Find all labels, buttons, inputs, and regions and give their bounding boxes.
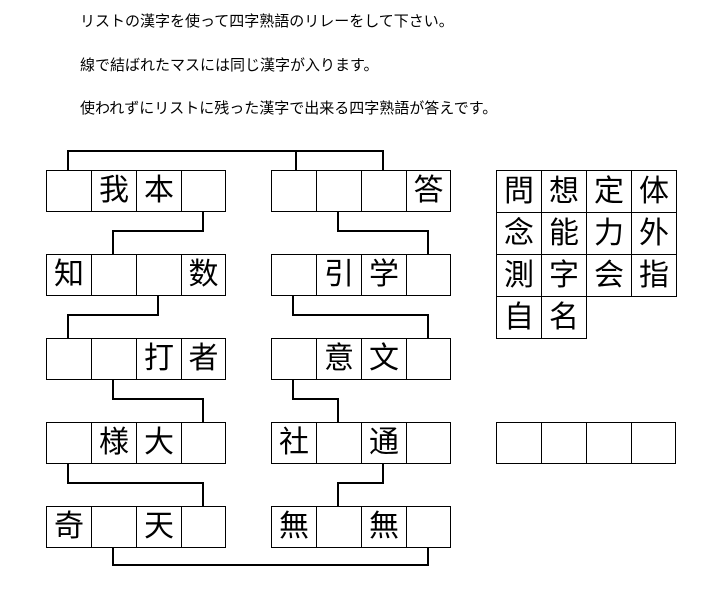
kanji-list-item[interactable]: 想 — [541, 170, 587, 213]
kanji-list-item[interactable]: 名 — [541, 296, 587, 339]
kanji-list-item[interactable]: 指 — [631, 254, 677, 297]
kanji-list-item[interactable]: 体 — [631, 170, 677, 213]
connector-left-2-3 — [67, 296, 159, 339]
kanji-list-item[interactable]: 会 — [586, 254, 632, 297]
grid-cell[interactable]: 社 — [271, 422, 316, 464]
right-row-5: 無 無 — [271, 506, 451, 548]
connector-right-3-4 — [292, 380, 339, 423]
grid-cell[interactable] — [91, 506, 136, 548]
kanji-list-item[interactable]: 定 — [586, 170, 632, 213]
grid-cell[interactable] — [271, 254, 316, 296]
connector-left-3-4 — [112, 380, 204, 423]
connector-right-2-3 — [292, 296, 429, 339]
grid-cell[interactable] — [46, 338, 91, 380]
grid-cell[interactable] — [316, 422, 361, 464]
answer-row — [496, 422, 676, 464]
grid-cell[interactable]: 本 — [136, 170, 181, 212]
grid-cell[interactable]: 数 — [181, 254, 226, 296]
instruction-2: 線で結ばれたマスには同じ漢字が入ります。 — [80, 56, 379, 74]
grid-cell[interactable] — [46, 422, 91, 464]
connector-left-4-5 — [67, 464, 204, 507]
grid-cell[interactable]: 打 — [136, 338, 181, 380]
answer-cell[interactable] — [586, 422, 631, 464]
instruction-1: リストの漢字を使って四字熟語のリレーをして下さい。 — [80, 12, 454, 30]
connector-right-4-5 — [337, 464, 384, 507]
connector-right-1-2 — [337, 212, 429, 255]
grid-cell[interactable] — [361, 170, 406, 212]
connector-bottom — [112, 548, 429, 566]
grid-cell[interactable] — [181, 422, 226, 464]
left-row-1: 我 本 — [46, 170, 226, 212]
grid-cell[interactable]: 無 — [361, 506, 406, 548]
grid-cell[interactable]: 天 — [136, 506, 181, 548]
left-row-3: 打 者 — [46, 338, 226, 380]
left-row-5: 奇 天 — [46, 506, 226, 548]
right-row-2: 引 学 — [271, 254, 451, 296]
right-row-4: 社 通 — [271, 422, 451, 464]
grid-cell[interactable]: 者 — [181, 338, 226, 380]
kanji-list-item[interactable]: 字 — [541, 254, 587, 297]
answer-cell[interactable] — [496, 422, 541, 464]
connector-top-left-to-right — [67, 150, 384, 170]
grid-cell[interactable] — [46, 170, 91, 212]
grid-cell[interactable] — [406, 254, 451, 296]
grid-cell[interactable]: 文 — [361, 338, 406, 380]
answer-cell[interactable] — [631, 422, 676, 464]
kanji-list-item[interactable]: 能 — [541, 212, 587, 255]
grid-cell[interactable] — [316, 506, 361, 548]
grid-cell[interactable] — [406, 422, 451, 464]
grid-cell[interactable]: 様 — [91, 422, 136, 464]
grid-cell[interactable]: 無 — [271, 506, 316, 548]
grid-cell[interactable]: 学 — [361, 254, 406, 296]
kanji-list-item[interactable]: 自 — [496, 296, 542, 339]
kanji-list-item[interactable]: 問 — [496, 170, 542, 213]
grid-cell[interactable]: 引 — [316, 254, 361, 296]
grid-cell[interactable]: 通 — [361, 422, 406, 464]
grid-cell[interactable]: 奇 — [46, 506, 91, 548]
right-row-1: 答 — [271, 170, 451, 212]
grid-cell[interactable] — [181, 506, 226, 548]
connector-left-1-2 — [112, 212, 204, 255]
grid-cell[interactable]: 意 — [316, 338, 361, 380]
kanji-list-item[interactable]: 外 — [631, 212, 677, 255]
left-row-2: 知 数 — [46, 254, 226, 296]
grid-cell[interactable] — [271, 338, 316, 380]
grid-cell[interactable]: 答 — [406, 170, 451, 212]
grid-cell[interactable] — [91, 338, 136, 380]
answer-cell[interactable] — [541, 422, 586, 464]
kanji-list-item[interactable]: 測 — [496, 254, 542, 297]
left-row-4: 様 大 — [46, 422, 226, 464]
kanji-list-item[interactable]: 念 — [496, 212, 542, 255]
grid-cell[interactable] — [406, 338, 451, 380]
grid-cell[interactable] — [136, 254, 181, 296]
grid-cell[interactable] — [406, 506, 451, 548]
kanji-list-item[interactable]: 力 — [586, 212, 632, 255]
grid-cell[interactable] — [316, 170, 361, 212]
grid-cell[interactable]: 知 — [46, 254, 91, 296]
grid-cell[interactable]: 我 — [91, 170, 136, 212]
grid-cell[interactable] — [181, 170, 226, 212]
grid-cell[interactable] — [91, 254, 136, 296]
grid-cell[interactable] — [271, 170, 316, 212]
right-row-3: 意 文 — [271, 338, 451, 380]
instruction-3: 使われずにリストに残った漢字で出来る四字熟語が答えです。 — [80, 99, 498, 117]
grid-cell[interactable]: 大 — [136, 422, 181, 464]
kanji-list: 問 想 定 体 念 能 力 外 測 字 会 指 自 名 — [496, 170, 677, 339]
